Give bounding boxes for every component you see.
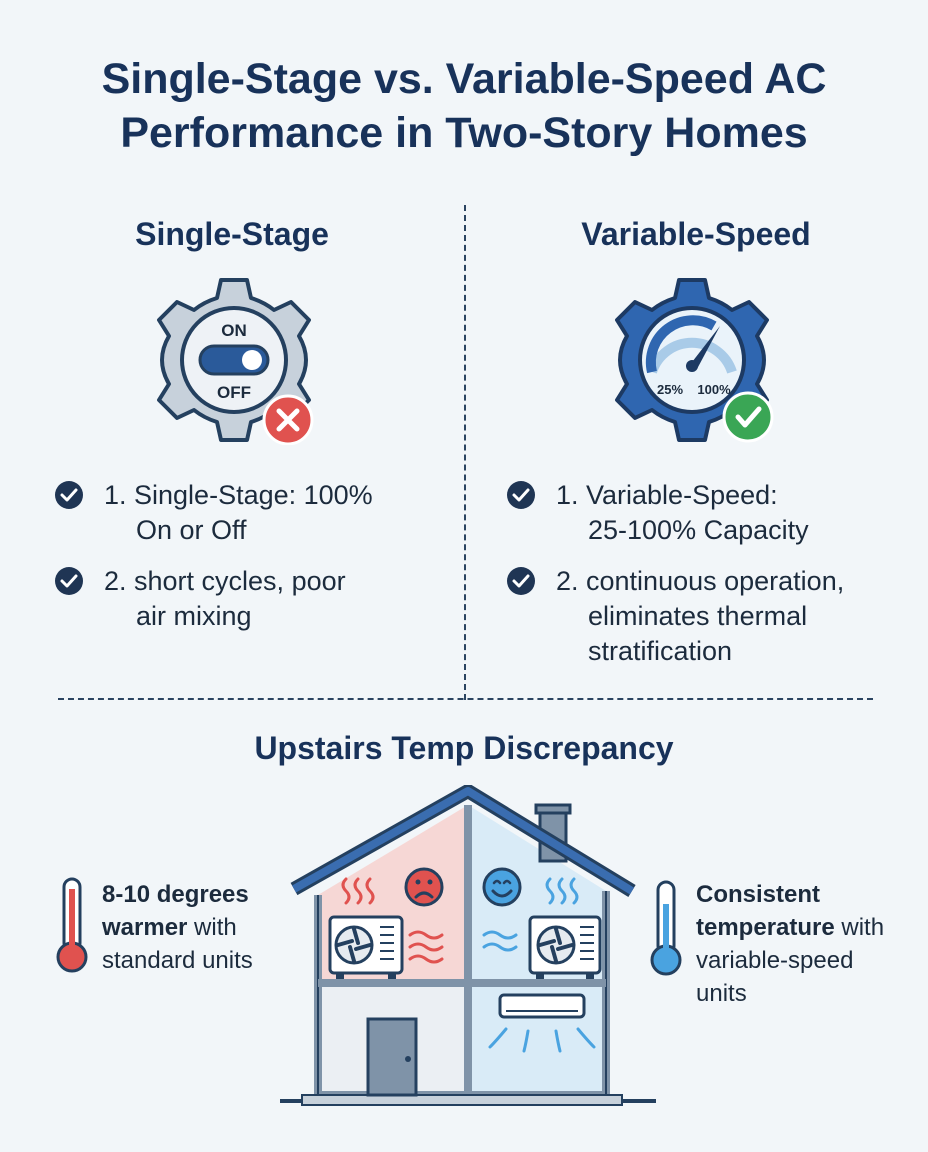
list-item: 1. Single-Stage: 100% On or Off	[54, 478, 434, 548]
horizontal-divider	[58, 698, 873, 700]
happy-face-icon	[482, 867, 522, 907]
single-stage-heading: Single-Stage	[135, 216, 329, 252]
check-circle-icon	[55, 481, 83, 509]
gauge-high-label: 100%	[697, 382, 731, 397]
roof	[292, 787, 635, 895]
switch-off-label: OFF	[217, 383, 251, 402]
check-circle-icon	[507, 481, 535, 509]
airflow-icon	[488, 1027, 596, 1053]
right-caption: Consistent temperature with variable-spe…	[696, 881, 885, 1007]
sad-face-icon	[404, 867, 444, 907]
page-title: Single-Stage vs. Variable-Speed AC Perfo…	[0, 52, 928, 160]
discrepancy-heading: Upstairs Temp Discrepancy	[254, 730, 674, 766]
two-story-house-illustration	[280, 785, 656, 1106]
mini-split-ac-icon	[498, 993, 586, 1019]
switch-on-label: ON	[221, 321, 247, 340]
variable-speed-heading: Variable-Speed	[581, 216, 811, 252]
vertical-divider	[464, 205, 466, 700]
check-icon	[722, 391, 774, 443]
gear-on-off-switch-icon: ON OFF	[157, 278, 314, 445]
cool-air-waves-icon	[482, 877, 579, 952]
front-door	[366, 1017, 418, 1097]
thermometer-cool-icon	[650, 880, 682, 976]
outdoor-ac-unit-right	[528, 915, 602, 979]
variable-speed-points: 1. Variable-Speed: 25-100% Capacity 2. c…	[506, 478, 906, 685]
single-stage-points: 1. Single-Stage: 100% On or Off 2. short…	[54, 478, 434, 650]
check-circle-icon	[55, 567, 83, 595]
x-icon	[262, 394, 314, 445]
left-caption: 8-10 degrees warmer with standard units	[102, 881, 253, 974]
heat-waves-icon	[341, 877, 444, 964]
list-item: 2. continuous operation, eliminates ther…	[506, 564, 906, 669]
check-circle-icon	[507, 567, 535, 595]
outdoor-ac-unit-left	[328, 915, 404, 979]
title-line-2: Performance in Two-Story Homes	[120, 109, 808, 157]
list-item: 2. short cycles, poor air mixing	[54, 564, 434, 634]
title-line-1: Single-Stage vs. Variable-Speed AC	[101, 55, 827, 103]
gauge-low-label: 25%	[657, 382, 683, 397]
gear-gauge-icon: 25% 100%	[615, 278, 774, 443]
list-item: 1. Variable-Speed: 25-100% Capacity	[506, 478, 906, 548]
thermometer-hot-icon	[56, 877, 88, 973]
